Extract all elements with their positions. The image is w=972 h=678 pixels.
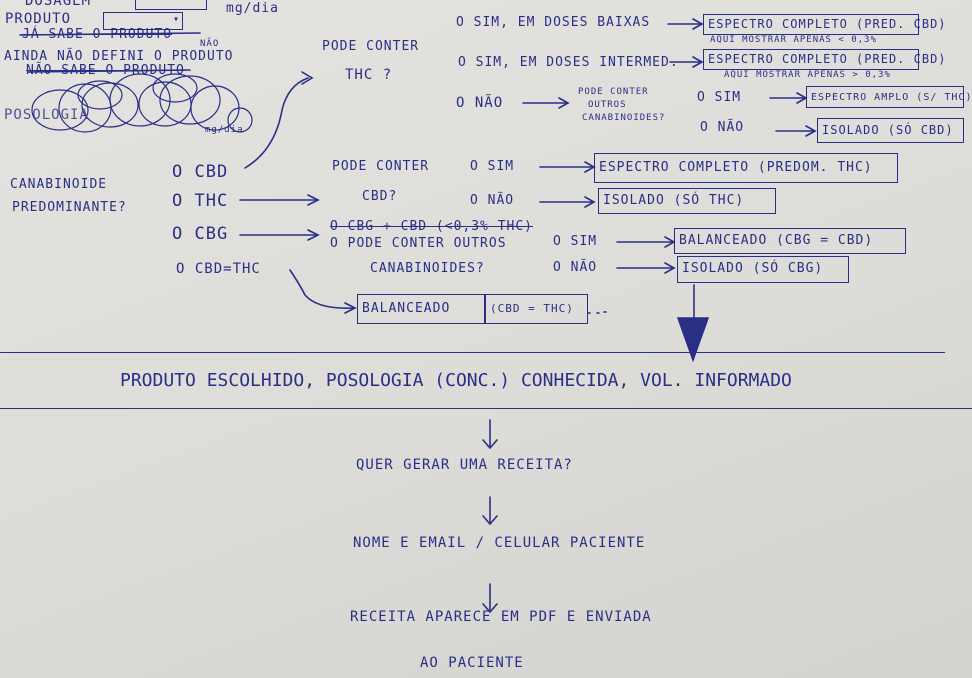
ja-sabe-option[interactable]: JÁ SABE O PRODUTO	[22, 27, 173, 42]
result-full-spectrum-thc: ESPECTRO COMPLETO (PREDOM. THC)	[594, 153, 898, 183]
note-low: AQUI MOSTRAR APENAS < 0,3%	[710, 35, 877, 45]
produto-select[interactable]: ▾	[103, 12, 183, 30]
option-thc-sim[interactable]: O SIM	[470, 159, 515, 174]
result-isolated-thc: ISOLADO (SÓ THC)	[598, 188, 776, 214]
result-balanced: BALANCEADO	[357, 294, 485, 324]
chevron-down-icon: ▾	[172, 14, 179, 25]
canabinoide-title-2: PREDOMINANTE?	[12, 200, 127, 215]
result-broad-spectrum: ESPECTRO AMPLO (S/ THC)	[806, 86, 971, 108]
option-mid-dose[interactable]: O SIM, EM DOSES INTERMED.	[458, 55, 679, 70]
option-thc[interactable]: O THC	[172, 191, 229, 211]
option-other-nao[interactable]: O NÃO	[700, 120, 745, 135]
option-cbg[interactable]: O CBG	[172, 224, 229, 244]
cbd-question-2: THC ?	[345, 67, 393, 83]
flow-step-1: PRODUTO ESCOLHIDO, POSOLOGIA (CONC.) CON…	[120, 370, 792, 391]
option-cbd-nao[interactable]: O NÃO	[456, 95, 504, 111]
other-q-1: PODE CONTER	[578, 87, 649, 97]
divider-bottom	[0, 408, 972, 409]
option-other-sim[interactable]: O SIM	[697, 90, 742, 105]
thc-question-2: CBD?	[362, 189, 398, 204]
option-cbd-equals-thc[interactable]: O CBD=THC	[176, 261, 261, 277]
cbg-question-2: CANABINOIDES?	[370, 261, 485, 276]
result-full-spectrum-low: ESPECTRO COMPLETO (PRED. CBD)	[703, 14, 946, 35]
thc-question-1: PODE CONTER	[332, 159, 430, 174]
result-isolated-cbg: ISOLADO (SÓ CBG)	[677, 256, 849, 283]
cbg-struck-text: O CBG + CBD (<0,3% THC)	[330, 219, 534, 234]
option-cbg-sim[interactable]: O SIM	[553, 234, 598, 249]
scribble-mark	[31, 73, 253, 133]
option-low-dose[interactable]: O SIM, EM DOSES BAIXAS	[456, 15, 651, 30]
flow-step-3: NOME E EMAIL / CELULAR PACIENTE	[353, 535, 646, 551]
option-thc-nao[interactable]: O NÃO	[470, 193, 515, 208]
result-isolated-cbd: ISOLADO (SÓ CBD)	[817, 118, 964, 143]
flow-step-2: QUER GERAR UMA RECEITA?	[356, 457, 573, 473]
arrow-cbd-thc-to-balanced	[289, 269, 356, 310]
produto-label: PRODUTO	[5, 11, 72, 27]
other-q-3: CANABINOIDES?	[582, 113, 666, 123]
result-balanced-cbg-cbd: BALANCEADO (CBG = CBD)	[674, 228, 906, 254]
cbd-question-1: PODE CONTER	[322, 39, 420, 54]
result-full-spectrum-mid: ESPECTRO COMPLETO (PRED. CBD)	[703, 49, 946, 70]
nao-sabe-option[interactable]: NÃO SABE O PRODUTO	[26, 63, 185, 78]
unit-label: mg/dia	[226, 1, 279, 16]
arrow-cbd-to-thc-question	[244, 77, 309, 169]
cbg-question-1: O PODE CONTER OUTROS	[330, 236, 507, 251]
result-balanced-ratio: (CBD = THC)	[485, 294, 588, 324]
divider-top	[0, 352, 945, 353]
posologia-scribbled: POSOLOGIA	[4, 107, 89, 123]
dosagem-input[interactable]	[135, 0, 207, 10]
flow-step-4-line-1: RECEITA APARECE EM PDF E ENVIADA	[350, 609, 652, 625]
other-q-2: OUTROS	[588, 100, 627, 110]
dosagem-label: DOSAGEM	[25, 0, 92, 9]
nao-option[interactable]: NÃO	[200, 39, 220, 49]
note-mid: AQUI MOSTRAR APENAS > 0,3%	[724, 70, 891, 80]
canabinoide-title-1: CANABINOIDE	[10, 177, 108, 192]
option-cbd[interactable]: O CBD	[172, 162, 229, 182]
mg-label: mg/dia	[205, 125, 244, 135]
option-cbg-nao[interactable]: O NÃO	[553, 260, 598, 275]
flow-step-4-line-2: AO PACIENTE	[420, 655, 524, 671]
ainda-nao-option[interactable]: AINDA NÃO DEFINI O PRODUTO	[4, 49, 234, 64]
